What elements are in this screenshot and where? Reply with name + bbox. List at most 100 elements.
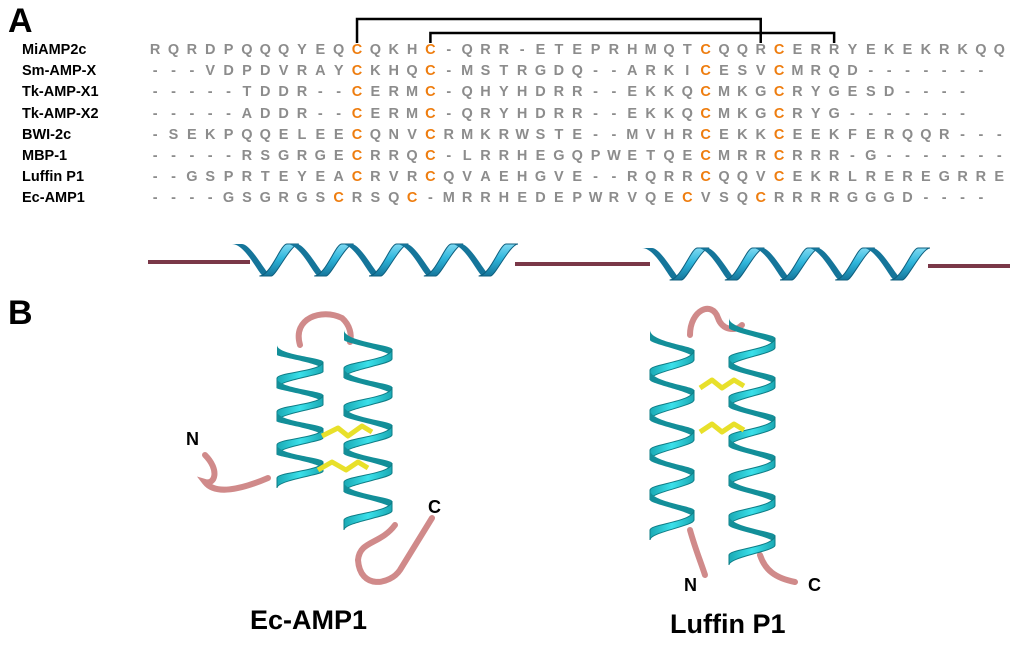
helix-front-face	[343, 348, 393, 379]
alignment-gap: -	[850, 105, 855, 122]
residue: S	[535, 126, 546, 143]
helix-front-face	[649, 469, 695, 501]
residue: R	[296, 63, 308, 80]
alignment-gap: -	[886, 105, 892, 122]
residue: S	[315, 190, 326, 207]
alignment-gap: -	[593, 169, 598, 186]
residue: R	[938, 42, 950, 58]
alignment-gap: -	[978, 126, 984, 143]
alignment-gap: -	[960, 148, 965, 164]
alignment-gap: -	[336, 105, 342, 122]
residue: Q	[369, 126, 382, 143]
residue: V	[645, 126, 656, 143]
residue: R	[296, 148, 308, 164]
luffin-p1-top-loop	[687, 305, 745, 338]
residue: E	[719, 63, 729, 80]
helix-front-face	[649, 509, 695, 541]
residue: R	[773, 190, 785, 207]
residue: T	[242, 84, 252, 101]
residue: Y	[810, 105, 821, 122]
residue: S	[168, 126, 179, 143]
residue: P	[223, 126, 234, 143]
cysteine-residue: C	[425, 148, 436, 164]
residue: M	[791, 63, 804, 80]
alignment-gap: -	[960, 84, 965, 101]
residue: R	[480, 42, 491, 58]
residue: E	[535, 148, 546, 164]
residue: Q	[461, 105, 473, 122]
residue: T	[499, 63, 509, 80]
residue: P	[590, 148, 601, 164]
residue: Q	[718, 42, 730, 58]
cysteine-residue: C	[425, 84, 436, 101]
residue: S	[480, 63, 491, 80]
residue: L	[297, 126, 307, 143]
helix-back-face	[344, 406, 392, 433]
residue: S	[719, 190, 729, 207]
residue: M	[461, 63, 474, 80]
helix-back-face	[697, 248, 737, 280]
cysteine-residue: C	[351, 148, 363, 164]
alignment-gap: -	[189, 148, 195, 164]
residue: Q	[443, 169, 455, 186]
residue: Q	[406, 148, 418, 164]
residue: H	[406, 42, 418, 58]
panel-a-label: A	[8, 2, 33, 40]
residue: V	[205, 63, 216, 80]
helix-front-face	[276, 427, 324, 456]
alignment-gap: -	[941, 84, 947, 101]
residue: G	[828, 105, 840, 122]
residue: M	[626, 126, 639, 143]
residue: R	[571, 84, 583, 101]
luffin-p1-c-terminal-coil	[757, 552, 798, 585]
helix-back-face	[642, 248, 682, 280]
residue: K	[883, 42, 895, 58]
residue: H	[663, 126, 675, 143]
residue: M	[406, 105, 419, 122]
helix-back-face	[807, 248, 848, 280]
residue: H	[516, 105, 528, 122]
cysteine-residue: C	[425, 63, 436, 80]
residue: K	[810, 169, 821, 186]
residue: Q	[333, 42, 345, 58]
sequence-name: Sm-AMP-X	[22, 63, 97, 80]
residue: G	[259, 190, 271, 207]
ec-amp1-n-terminus-label: N	[186, 429, 199, 449]
alignment-gap: -	[428, 190, 433, 207]
residue: E	[627, 105, 638, 122]
residue: Q	[993, 42, 1005, 58]
alignment-gap: -	[960, 63, 965, 80]
helix-front-face	[728, 456, 776, 487]
residue: H	[516, 148, 528, 164]
panel-b-label: B	[8, 294, 33, 332]
residue: R	[608, 42, 620, 58]
helix-back-face	[277, 411, 323, 437]
alignment-gap: -	[611, 63, 617, 80]
residue: R	[351, 190, 363, 207]
residue: T	[554, 126, 564, 143]
residue: Q	[406, 63, 418, 80]
luffin-p1-helix-2	[728, 318, 776, 566]
alignment-gap: -	[226, 84, 231, 101]
helix-front-face	[728, 337, 776, 368]
residue: G	[883, 190, 895, 207]
helix-back-face	[729, 397, 775, 425]
structure-ec-amp1	[196, 311, 435, 585]
residue: I	[685, 63, 690, 80]
residue: D	[204, 42, 216, 58]
alignment-gap: -	[207, 148, 213, 164]
residue: Q	[259, 126, 271, 143]
helix-back-face	[277, 444, 323, 470]
sequence-name: Tk-AMP-X1	[22, 84, 99, 101]
residue: R	[975, 169, 987, 186]
alignment-gap: -	[868, 105, 874, 122]
ec-amp1-disulfide-1	[320, 423, 374, 439]
residue: R	[498, 42, 510, 58]
residue: Q	[901, 126, 914, 143]
alignment-gap: -	[152, 126, 158, 143]
alignment-gap: -	[611, 84, 617, 101]
residue: Q	[277, 42, 290, 58]
residue: A	[315, 63, 326, 80]
residue: L	[848, 169, 857, 186]
helix-front-face	[649, 349, 695, 381]
